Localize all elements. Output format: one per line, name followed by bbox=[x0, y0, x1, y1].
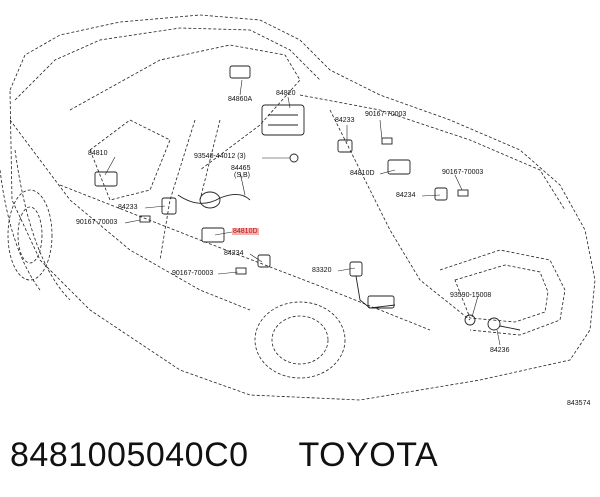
callout-label: 90167-70003 bbox=[172, 270, 214, 277]
callout-label: 90167-70003 bbox=[442, 169, 484, 176]
callout-label: 83320 bbox=[312, 267, 332, 274]
callout-label: 84236 bbox=[490, 347, 510, 354]
figure-code: 843574 bbox=[567, 400, 591, 407]
callout-label: 84465 bbox=[231, 165, 251, 172]
caption: 8481005040C0 TOYOTA bbox=[10, 436, 438, 475]
brand-name: TOYOTA bbox=[298, 436, 439, 474]
callout-label: 93540-44012 (3) bbox=[194, 153, 246, 160]
callout-label: 84820 bbox=[276, 90, 296, 97]
part-number: 8481005040C0 bbox=[10, 436, 249, 474]
callout-label: 84234 bbox=[396, 192, 416, 199]
callout-label: 90167-70003 bbox=[365, 111, 407, 118]
callout-label: (S,B) bbox=[234, 172, 250, 179]
callout-label: 93590-15008 bbox=[450, 292, 492, 299]
callout-label: 84234 bbox=[224, 250, 244, 257]
callout-label: 84233 bbox=[335, 117, 355, 124]
parts-diagram: 84860A 84820 84233 90167-70003 84810 935… bbox=[0, 14, 596, 407]
callout-label: 84860A bbox=[228, 96, 253, 103]
callout-label: 84810D bbox=[350, 170, 375, 177]
callout-label: 84810 bbox=[88, 150, 108, 157]
callout-label: 84233 bbox=[118, 204, 138, 211]
callout-label-highlighted[interactable]: 84810D bbox=[232, 228, 259, 235]
callout-label: 90167-70003 bbox=[76, 219, 118, 226]
car-outline-drawing bbox=[0, 14, 596, 401]
